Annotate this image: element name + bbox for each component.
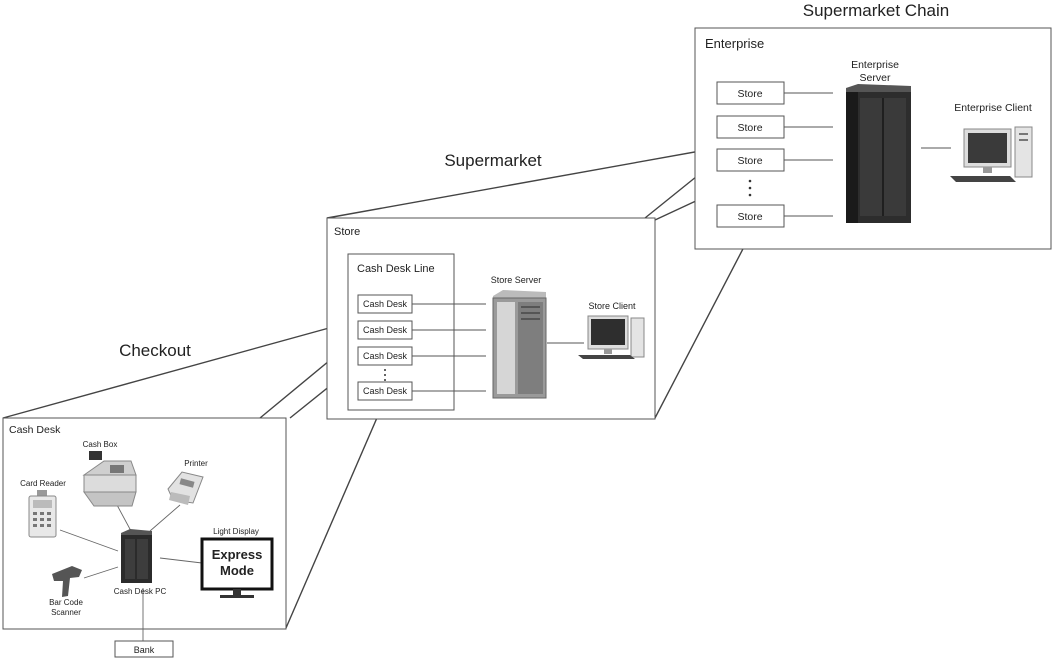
barcode-scanner-icon [52,566,82,597]
enterprise-client-label: Enterprise Client [954,102,1032,114]
light-display-icon: Express Mode [200,537,274,598]
display-text-line2: Mode [220,563,254,578]
store-client-icon [578,315,645,359]
cash-desk-label: Cash Desk [363,325,408,335]
cash-desk-pc-icon [121,529,152,583]
printer-icon [167,471,204,505]
light-display-label: Light Display [213,527,259,536]
card-reader-icon [28,490,57,538]
chain-heading: Supermarket Chain [803,1,949,20]
cash-box-icon [82,451,137,507]
card-reader-label: Card Reader [20,479,66,488]
enterprise-store-1: Store [716,81,785,105]
store-title: Store [334,226,360,238]
enterprise-server-label-2: Server [860,72,891,84]
store-server-icon [492,290,547,399]
cash-box-label: Cash Box [83,440,118,449]
cash-desk-label: Cash Desk [363,299,408,309]
enterprise-title: Enterprise [705,36,764,51]
cash-desk-label: Cash Desk [363,351,408,361]
cash-desk-title: Cash Desk [9,424,61,436]
store-box: Store Cash Desk Line Cash Desk Cash Desk… [326,217,656,420]
enterprise-store-2: Store [716,115,785,139]
enterprise-store-3: Store [716,148,785,172]
store-client-label: Store Client [588,301,636,311]
cash-desk-label: Cash Desk [363,386,408,396]
cash-desk-1: Cash Desk [357,294,413,314]
store-label: Store [737,211,762,223]
enterprise-store-4: Store [716,204,785,228]
cash-desk-3: Cash Desk [357,346,413,366]
cash-desk-line-title: Cash Desk Line [357,263,435,275]
store-label: Store [737,155,762,167]
enterprise-server-label-1: Enterprise [851,59,899,71]
scanner-label-2: Scanner [51,608,81,617]
scanner-label-1: Bar Code [49,598,83,607]
cash-desk-pc-label: Cash Desk PC [114,587,167,596]
ellipsis-dots [384,369,386,381]
display-text-line1: Express [212,547,263,562]
store-label: Store [737,122,762,134]
enterprise-box: Enterprise Store Store Store Store Ente [694,27,1052,250]
supermarket-heading: Supermarket [444,151,542,170]
store-server-label: Store Server [491,275,542,285]
cash-desk-box: Cash Desk Cash Box Printer Card Reader [2,417,287,641]
bank-label: Bank [134,645,155,655]
cash-desk-4: Cash Desk [357,381,413,401]
enterprise-server-icon [846,84,911,223]
store-label: Store [737,88,762,100]
cash-desk-2: Cash Desk [357,320,413,340]
bank-box: Bank [114,640,174,658]
enterprise-client-icon [950,126,1033,182]
ellipsis-dots [748,179,752,197]
printer-label: Printer [184,459,208,468]
checkout-heading: Checkout [119,341,191,360]
